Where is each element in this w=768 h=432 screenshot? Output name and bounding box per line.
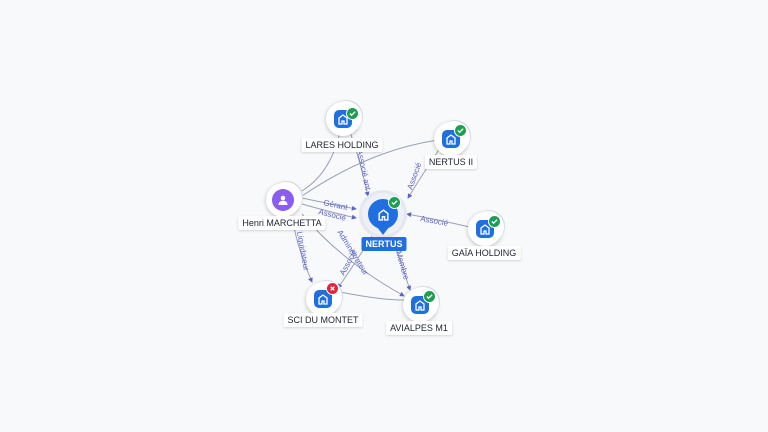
node-label: GAÏA HOLDING: [447, 246, 521, 260]
edge-label-nertus2-nertus: Associé: [405, 161, 423, 191]
building-icon: [314, 290, 332, 308]
edge-henri-nertus-gerant[interactable]: [301, 197, 357, 211]
person-icon: [272, 189, 294, 211]
check-icon: [346, 107, 359, 120]
check-icon: [488, 215, 501, 228]
edge-sci-avialpes[interactable]: [339, 291, 405, 301]
edge-label-gaia-nertus: Associé: [420, 214, 450, 228]
check-icon: [454, 124, 467, 137]
check-icon: [423, 290, 436, 303]
edge-henri-nertus2[interactable]: [301, 139, 439, 197]
close-icon: [326, 282, 339, 295]
check-icon: [388, 196, 401, 209]
edge-henri-nertus-associe[interactable]: [301, 203, 357, 220]
node-disc: [266, 183, 300, 217]
edge-label-henri-sci: Liquidateur: [295, 231, 311, 272]
edge-lares-nertus[interactable]: [349, 131, 370, 197]
map-pin-tip: [377, 227, 389, 235]
node-label: AVIALPES M1: [386, 321, 452, 335]
edge-nertus2-nertus[interactable]: [407, 147, 441, 199]
node-label: NERTUS II: [424, 155, 478, 169]
edge-gaia-nertus[interactable]: [406, 212, 475, 229]
edge-label-nertus-avialpes: Membre: [394, 250, 411, 281]
node-label: LARES HOLDING: [301, 138, 383, 152]
node-label: SCI DU MONTET: [283, 313, 363, 327]
node-label: NERTUS: [361, 237, 407, 251]
edge-label-lares-nertus: Associé ant: [355, 149, 373, 192]
node-label: Henri MARCHETTA: [238, 216, 326, 230]
